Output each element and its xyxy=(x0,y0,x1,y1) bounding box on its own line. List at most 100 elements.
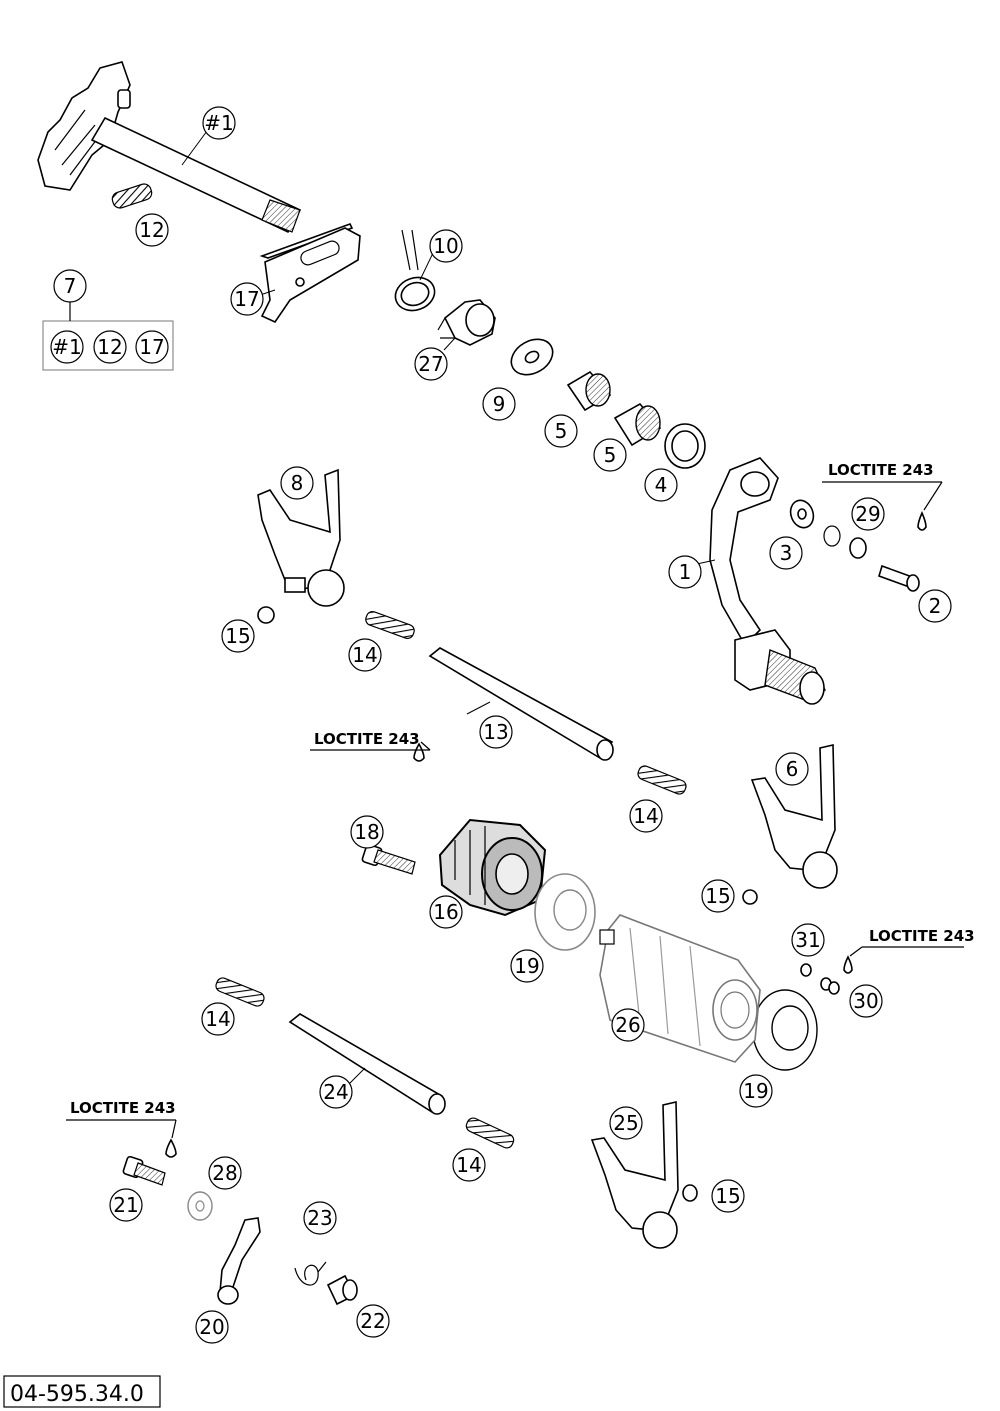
callout-circle xyxy=(50,330,84,364)
callout-20: 20 xyxy=(195,1310,229,1344)
callout-2: 2 xyxy=(918,589,952,623)
callout-28: 28 xyxy=(208,1156,242,1190)
callout-number: 12 xyxy=(97,335,122,359)
callout-circle xyxy=(348,638,382,672)
callout-circle xyxy=(851,497,885,531)
circlip-10-drawing xyxy=(394,229,436,312)
lever-20-drawing xyxy=(217,1217,261,1305)
loctite-note-3: LOCTITE 243 xyxy=(849,927,975,957)
callout-circle xyxy=(109,1188,143,1222)
callout-number: 9 xyxy=(493,392,506,416)
callout-12: 12 xyxy=(135,213,169,247)
callout-27: 27 xyxy=(414,347,448,381)
callout-number: 17 xyxy=(234,287,259,311)
spring-14c-drawing xyxy=(215,977,265,1007)
loctite-note-2: LOCTITE 243 xyxy=(310,730,431,751)
callout-5: 5 xyxy=(593,438,627,472)
screw-18-drawing xyxy=(361,843,416,875)
bushing-27-drawing xyxy=(437,299,496,346)
callout-24: 24 xyxy=(319,1075,353,1109)
callout-number: 14 xyxy=(352,643,377,667)
callout-circle xyxy=(918,589,952,623)
callout-number: 1 xyxy=(679,560,692,584)
callout-number: #1 xyxy=(204,111,233,135)
spring-12-drawing xyxy=(111,183,153,209)
washer-9-drawing xyxy=(510,338,554,376)
shift-fork-6-drawing xyxy=(750,743,838,889)
callout-number: 29 xyxy=(855,502,880,526)
callout-19: 19 xyxy=(510,949,544,983)
bearing-19b-drawing xyxy=(752,989,818,1071)
callout-number: 22 xyxy=(360,1309,385,1333)
callout-number: 19 xyxy=(514,954,539,978)
callout-number: 23 xyxy=(307,1206,332,1230)
shift-drum-locating-16-drawing xyxy=(438,818,547,917)
spring-14a-drawing xyxy=(365,610,415,640)
shift-shaft-drawing xyxy=(37,61,302,234)
shift-fork-25-drawing xyxy=(590,1100,679,1249)
callout-29: 29 xyxy=(851,497,885,531)
pin-31-drawing xyxy=(800,963,812,977)
callout-4: 4 xyxy=(644,468,678,502)
callout-7: 7 xyxy=(53,269,87,303)
callout-number: 25 xyxy=(613,1111,638,1135)
washer-29-drawing xyxy=(823,525,867,559)
loctite-note-1: LOCTITE 243 xyxy=(822,461,943,511)
callout-number: 31 xyxy=(795,928,820,952)
callout-circle xyxy=(280,466,314,500)
shift-rod-24-drawing xyxy=(288,1013,446,1115)
callout-circle xyxy=(791,923,825,957)
callout-circle xyxy=(775,752,809,786)
callout-1: 1 xyxy=(668,555,702,589)
callout-circle xyxy=(739,1074,773,1108)
loctite-drop-icon xyxy=(917,511,927,531)
callout-19: 19 xyxy=(739,1074,773,1108)
callout-circle xyxy=(701,879,735,913)
callout-16: 16 xyxy=(429,895,463,929)
callout-number: 30 xyxy=(853,989,878,1013)
callout-circle xyxy=(429,229,463,263)
callout-number: 15 xyxy=(705,884,730,908)
callout-circle xyxy=(350,815,384,849)
callout-23: 23 xyxy=(303,1201,337,1235)
callout-17: 17 xyxy=(230,282,264,316)
callout-circle xyxy=(208,1156,242,1190)
callout-circle xyxy=(135,213,169,247)
callout-30: 30 xyxy=(849,984,883,1018)
callout-circle xyxy=(479,715,513,749)
bearing-19a-drawing xyxy=(534,873,596,951)
callout-hash1: #1 xyxy=(50,330,84,364)
callout-number: 14 xyxy=(633,804,658,828)
callout-number: 18 xyxy=(354,820,379,844)
callout-14: 14 xyxy=(452,1148,486,1182)
screw-21-drawing xyxy=(122,1155,166,1186)
callout-circle xyxy=(53,269,87,303)
loctite-drop-icon xyxy=(413,742,425,762)
callout-13: 13 xyxy=(479,715,513,749)
callout-circle xyxy=(769,536,803,570)
callout-15: 15 xyxy=(711,1179,745,1213)
loctite-note-4: LOCTITE 243 xyxy=(66,1099,177,1139)
diagram-code-box: 04-595.34.0 xyxy=(3,1375,161,1408)
roller-15c-drawing xyxy=(682,1184,698,1202)
diagram-code: 04-595.34.0 xyxy=(10,1382,144,1407)
loctite-label: LOCTITE 243 xyxy=(314,730,420,748)
callout-circle xyxy=(611,1008,645,1042)
callout-8: 8 xyxy=(280,466,314,500)
callout-26: 26 xyxy=(611,1008,645,1042)
callout-circle xyxy=(356,1304,390,1338)
callout-14: 14 xyxy=(201,1002,235,1036)
callout-number: 14 xyxy=(205,1007,230,1031)
callout-circle xyxy=(510,949,544,983)
callout-number: 5 xyxy=(604,443,617,467)
screw-2-drawing xyxy=(878,564,920,592)
needle-bearing-5a-drawing xyxy=(566,370,612,412)
shift-lever-1-drawing xyxy=(709,457,826,705)
shift-rod-13-drawing xyxy=(428,647,614,761)
callout-circle xyxy=(201,1002,235,1036)
callout-number: 2 xyxy=(929,594,942,618)
callout-3: 3 xyxy=(769,536,803,570)
callout-number: 27 xyxy=(418,352,443,376)
callout-14: 14 xyxy=(629,799,663,833)
callout-number: 15 xyxy=(715,1184,740,1208)
